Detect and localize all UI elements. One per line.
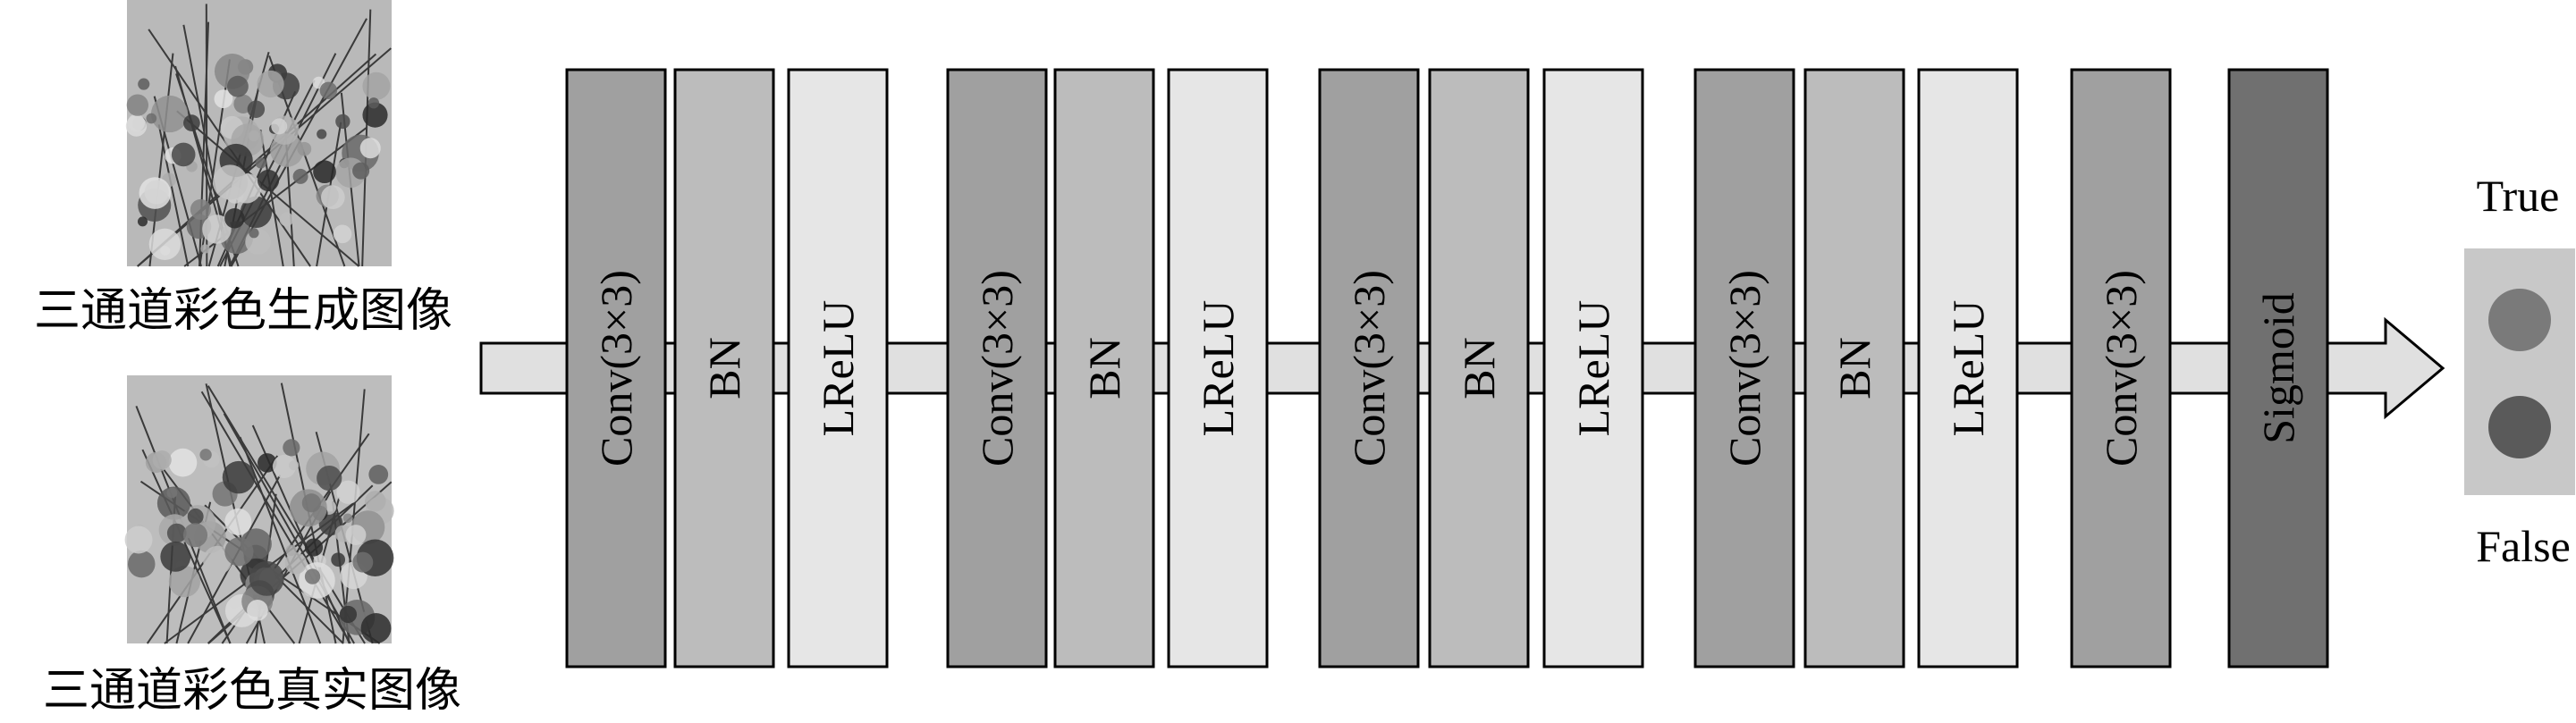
layer-conv-13: Conv(3×3) <box>2070 68 2172 668</box>
layer-label: Conv(3×3) <box>1344 270 1394 467</box>
layer-block <box>1318 68 1420 668</box>
layer-block <box>1803 68 1905 668</box>
layer-block <box>673 68 775 668</box>
layer-block <box>946 68 1048 668</box>
layer-bn-2: BN <box>673 68 775 668</box>
layer-stack: Conv(3×3) BN LReLU Conv(3×3) BN LReLU Conv(3×3… <box>565 68 2329 668</box>
layer-conv-10: Conv(3×3) <box>1693 68 1795 668</box>
layer-label: LReLU <box>1193 300 1243 437</box>
layer-bn-5: BN <box>1053 68 1155 668</box>
layer-block <box>1053 68 1155 668</box>
layer-block <box>2070 68 2172 668</box>
layer-block <box>1428 68 1530 668</box>
real-image-label: 三通道彩色真实图像 <box>43 664 461 718</box>
true-dot <box>2488 289 2551 351</box>
layer-block <box>1167 68 1269 668</box>
layer-label: LReLU <box>813 300 863 437</box>
layer-label: BN <box>699 337 749 399</box>
layer-label: BN <box>1454 337 1504 399</box>
false-label: False <box>2476 521 2571 571</box>
layer-block <box>787 68 889 668</box>
layer-lrelu-12: LReLU <box>1917 68 2019 668</box>
true-label: True <box>2477 171 2560 221</box>
layer-block <box>1917 68 2019 668</box>
generated-image-label: 三通道彩色生成图像 <box>34 284 452 338</box>
layer-block <box>565 68 667 668</box>
generated-image <box>125 0 392 267</box>
layer-label: BN <box>1079 337 1129 399</box>
layer-conv-1: Conv(3×3) <box>565 68 667 668</box>
layer-lrelu-6: LReLU <box>1167 68 1269 668</box>
layer-block <box>2227 68 2329 668</box>
layer-conv-7: Conv(3×3) <box>1318 68 1420 668</box>
layer-label: Conv(3×3) <box>591 270 641 467</box>
layer-block <box>1542 68 1644 668</box>
layer-bn-8: BN <box>1428 68 1530 668</box>
layer-label: LReLU <box>1568 300 1618 437</box>
layer-bn-11: BN <box>1803 68 1905 668</box>
layer-label: LReLU <box>1943 300 1993 437</box>
layer-sigmoid-14: Sigmoid <box>2227 68 2329 668</box>
layer-label: Conv(3×3) <box>2096 270 2146 467</box>
layer-label: BN <box>1829 337 1879 399</box>
layer-label: Sigmoid <box>2253 292 2303 443</box>
false-dot <box>2488 396 2551 458</box>
layer-block <box>1693 68 1795 668</box>
layer-label: Conv(3×3) <box>972 270 1022 467</box>
layer-lrelu-9: LReLU <box>1542 68 1644 668</box>
layer-label: Conv(3×3) <box>1719 270 1769 467</box>
real-image <box>124 375 394 644</box>
layer-conv-4: Conv(3×3) <box>946 68 1048 668</box>
layer-lrelu-3: LReLU <box>787 68 889 668</box>
